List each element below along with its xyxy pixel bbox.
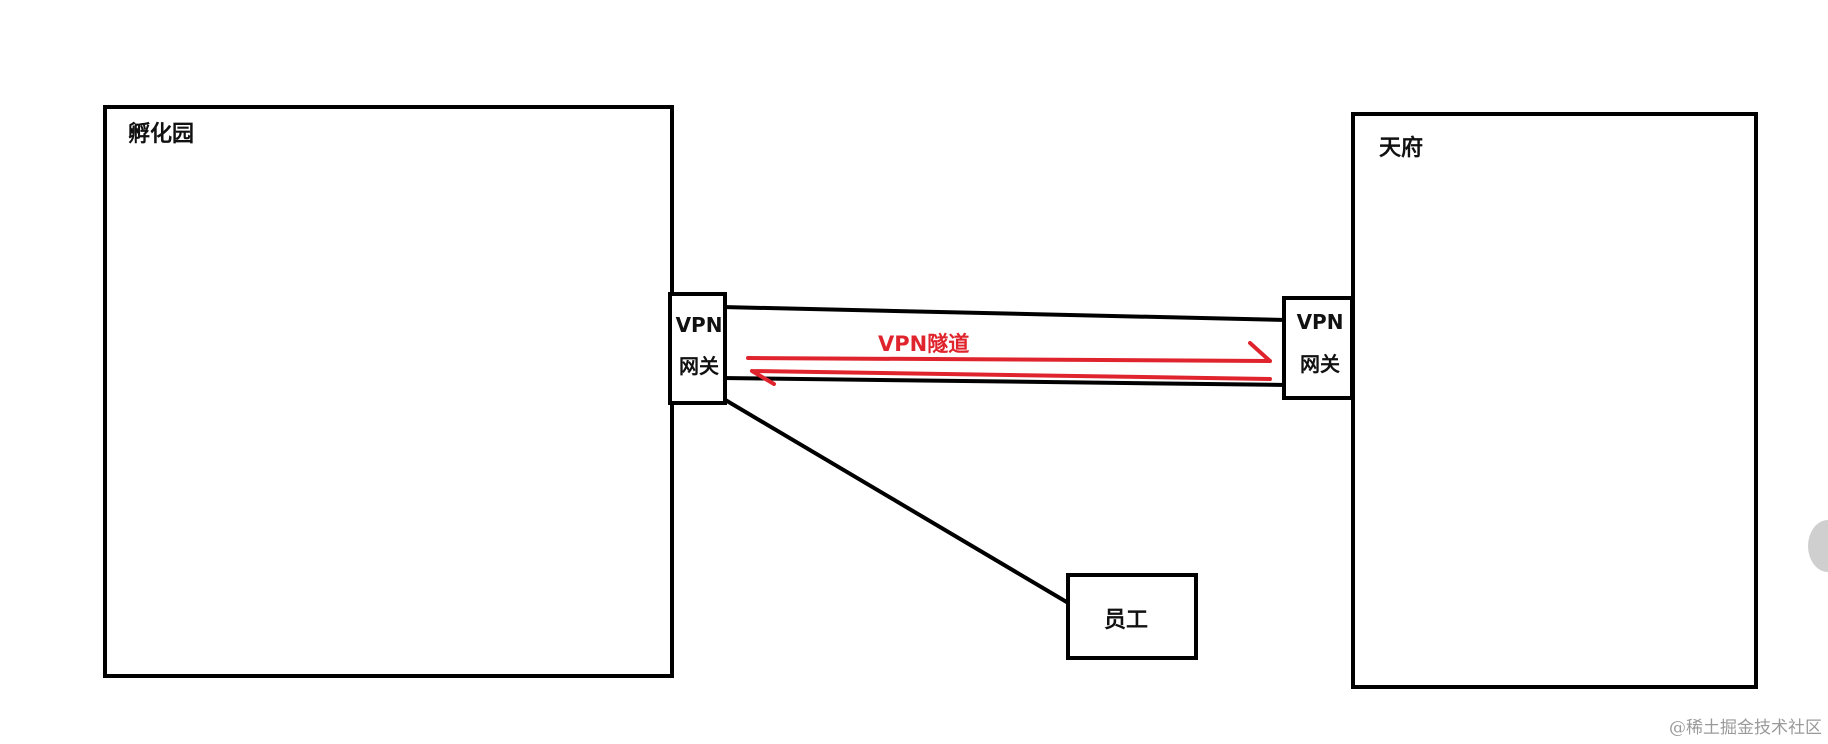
tunnel-top-line <box>721 305 1288 322</box>
employee-box <box>1066 573 1198 660</box>
left-gateway-box <box>668 292 727 405</box>
employee-link-line <box>720 396 1072 606</box>
left-gateway-label-vpn: VPN <box>675 313 723 337</box>
right-site-box <box>1351 112 1758 689</box>
left-site-label: 孵化园 <box>128 122 195 147</box>
tunnel-arrow-right <box>746 341 1272 363</box>
tunnel-label: VPN隧道 <box>878 332 970 356</box>
floating-widget[interactable] <box>1808 520 1828 572</box>
right-gateway-label-vpn: VPN <box>1296 310 1344 334</box>
left-gateway-label-gateway: 网关 <box>679 354 719 378</box>
tunnel-bottom-line <box>721 376 1288 387</box>
left-site-box <box>103 105 674 678</box>
right-gateway-box <box>1282 296 1354 400</box>
right-gateway-label-gateway: 网关 <box>1300 352 1340 376</box>
employee-label: 员工 <box>1104 608 1149 633</box>
watermark: @稀土掘金技术社区 <box>1669 718 1822 738</box>
right-site-label: 天府 <box>1379 136 1424 161</box>
tunnel-arrow-left <box>750 369 1272 386</box>
